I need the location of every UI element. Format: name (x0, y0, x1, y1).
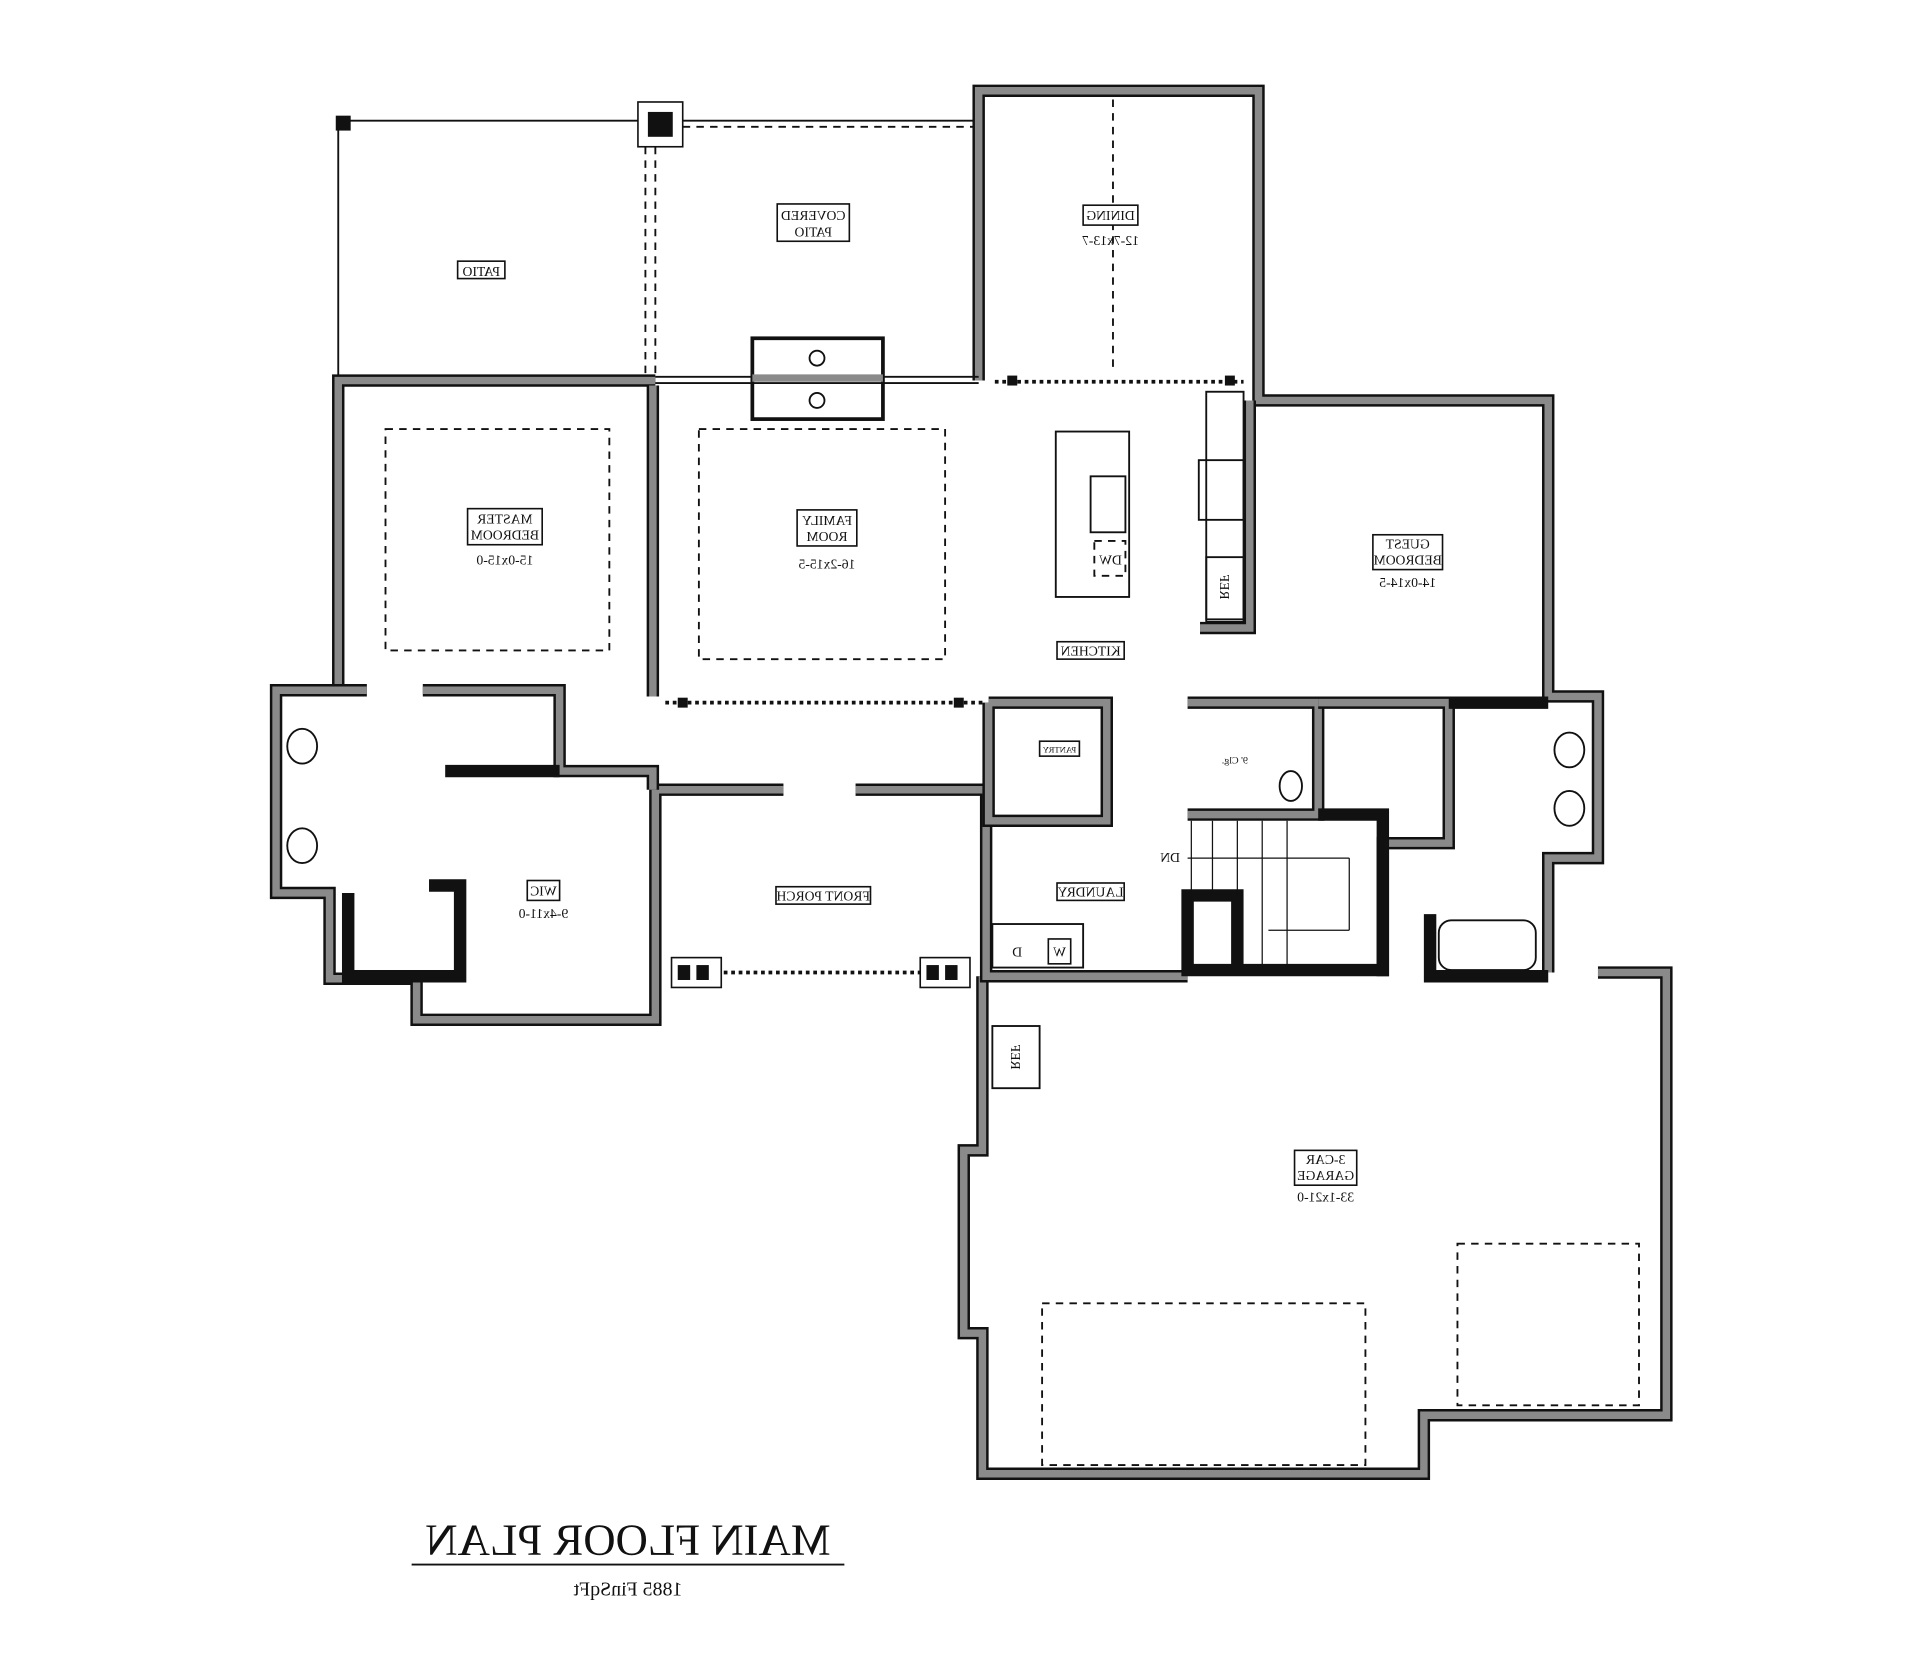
kitchen-ref-label: REF (1217, 574, 1232, 599)
master-bedroom-size: 15-0x15-0 (476, 553, 533, 568)
ceiling-note: 9' Clg. (1222, 756, 1248, 767)
dining-label: DINING (1086, 208, 1135, 223)
covered-patio-label-1: COVERED (781, 208, 846, 223)
kitchen-label: KITCHEN (1061, 643, 1121, 658)
laundry-label: LAUNDRY (1057, 885, 1123, 900)
wic-label: WIC (530, 883, 557, 898)
label-covered-patio: COVERED PATIO (776, 203, 851, 243)
dryer: D (1012, 944, 1022, 959)
guest-bedroom-label-1: GUEST (1385, 536, 1430, 551)
garage-ref-label: REF (1008, 1044, 1023, 1069)
dining-size: 12-7x13-7 (1082, 233, 1139, 248)
washer-label: W (1053, 944, 1066, 959)
label-wic: WIC 9-4x11-0 (518, 879, 568, 921)
interior-walls (341, 385, 1549, 983)
dishwasher-label: DW (1099, 553, 1122, 568)
garage-refrigerator: REF (1008, 1044, 1023, 1069)
label-master-bedroom: MASTER BEDROOM 15-0x15-0 (466, 507, 543, 568)
plan-title-block: MAIN FLOOR PLAN 1885 FinSqFt (411, 1515, 845, 1601)
label-garage: 3-CAR GARAGE 33-1x21-0 (1293, 1149, 1358, 1204)
guest-bedroom-size: 14-0x14-5 (1379, 575, 1436, 590)
label-patio: PATIO (456, 260, 506, 280)
front-porch-label: FRONT PORCH (776, 888, 870, 903)
kitchen-refrigerator: REF (1217, 574, 1232, 599)
label-pantry: PANTRY (1038, 740, 1081, 757)
family-room-size: 16-2x15-5 (798, 556, 855, 571)
garage-label-2: GARAGE (1297, 1168, 1354, 1183)
washer: W (1047, 938, 1072, 965)
patio-outline (335, 101, 979, 377)
label-kitchen: KITCHEN (1056, 640, 1125, 660)
label-guest-bedroom: GUEST BEDROOM 14-0x14-5 (1372, 533, 1444, 590)
master-bedroom-label-2: BEDROOM (471, 528, 539, 543)
patio-label: PATIO (462, 264, 500, 279)
dishwasher: DW (1099, 553, 1122, 568)
master-bedroom-label-1: MASTER (476, 512, 532, 527)
stairs-down: DN (1160, 850, 1180, 865)
plan-subtitle: 1885 FinSqFt (573, 1579, 682, 1601)
guest-bedroom-label-2: BEDROOM (1374, 553, 1442, 568)
wic-size: 9-4x11-0 (518, 906, 568, 921)
garage-label-1: 3-CAR (1305, 1152, 1345, 1167)
dryer-label: D (1012, 944, 1022, 959)
stairs-down-label: DN (1160, 850, 1180, 865)
ceiling-note-label: 9' Clg. (1222, 756, 1248, 767)
pantry-label: PANTRY (1042, 744, 1076, 754)
family-room-label-1: FAMILY (802, 513, 852, 528)
label-laundry: LAUNDRY (1056, 882, 1125, 902)
label-front-porch: FRONT PORCH (775, 885, 872, 905)
garage-size: 33-1x21-0 (1297, 1189, 1354, 1204)
covered-patio-label-2: PATIO (794, 224, 832, 239)
family-room-label-2: ROOM (806, 529, 847, 544)
label-dining: DINING 12-7x13-7 (1082, 204, 1139, 248)
plan-title: MAIN FLOOR PLAN (425, 1515, 830, 1565)
label-family-room: FAMILY ROOM 16-2x15-5 (796, 509, 858, 571)
